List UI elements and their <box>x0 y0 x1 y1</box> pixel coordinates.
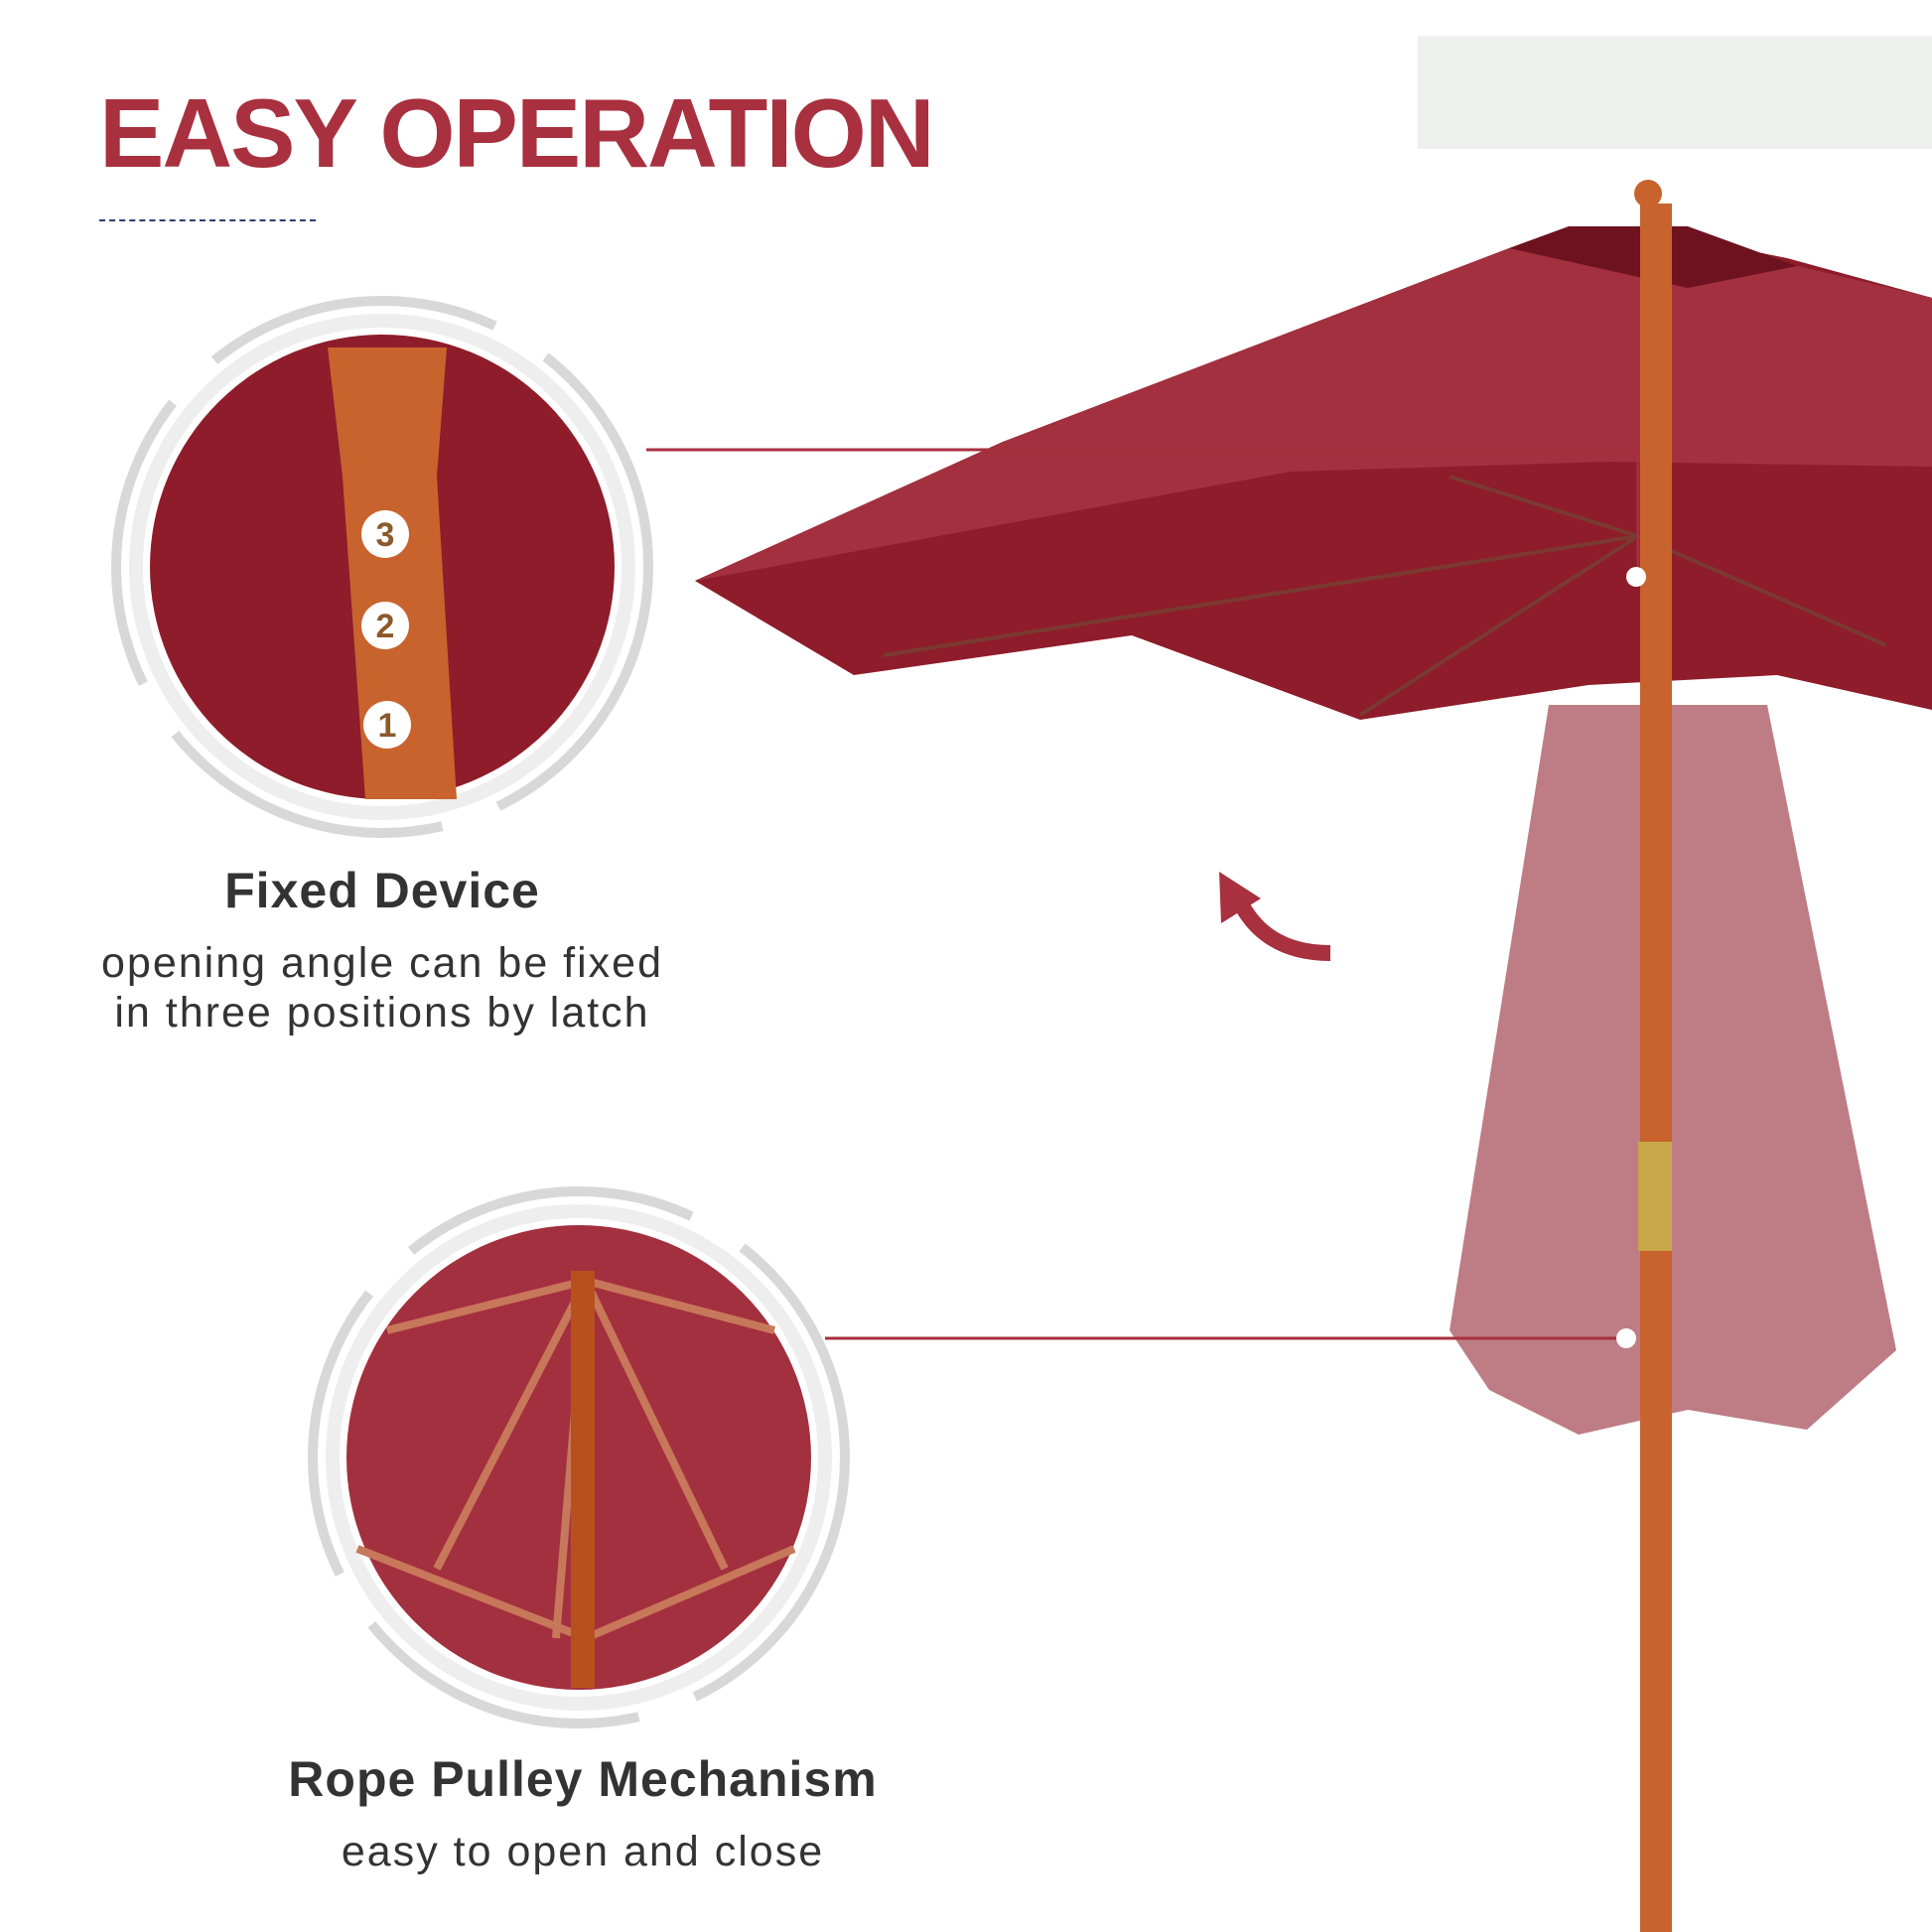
fixed-device-description: opening angle can be fixed in three posi… <box>20 938 745 1037</box>
pole <box>1640 204 1672 1932</box>
header-banner-box <box>1418 36 1932 149</box>
page-title: EASY OPERATION <box>99 78 935 188</box>
latch-position-3: 3 <box>376 516 395 554</box>
folded-canopy <box>1449 705 1896 1435</box>
rope-pulley-heading: Rope Pulley Mechanism <box>288 1751 878 1807</box>
rope-pulley-detail <box>308 1186 850 1728</box>
latch-position-2: 2 <box>376 608 395 645</box>
latch-position-1: 1 <box>378 707 397 745</box>
leader-line-fixed-device <box>646 448 1640 577</box>
rope-pulley-description: easy to open and close <box>341 1828 825 1875</box>
fixed-device-heading: Fixed Device <box>224 863 540 918</box>
fixed-device-detail: 3 2 1 <box>111 296 653 838</box>
title-divider <box>99 219 316 221</box>
description-line: opening angle can be fixed <box>100 939 664 987</box>
description-line: in three positions by latch <box>114 989 650 1036</box>
